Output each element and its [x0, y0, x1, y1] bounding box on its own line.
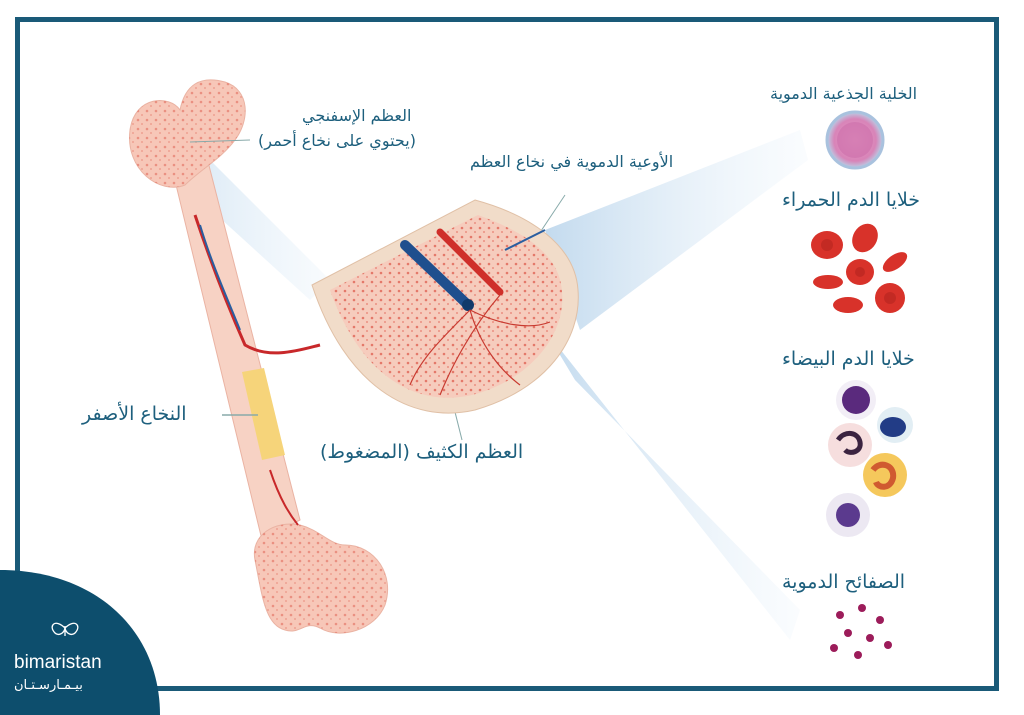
- shaft-vessel-red: [193, 214, 321, 355]
- brand-name-ar: بيـمـارسـتـان: [14, 678, 83, 693]
- yellow-marrow-label: النخاع الأصفر: [82, 403, 187, 425]
- white-cells-label: خلايا الدم البيضاء: [782, 348, 915, 370]
- stem-cell-label: الخلية الجذعية الدموية: [770, 84, 918, 103]
- diagram-frame: [15, 17, 999, 691]
- brand-name[interactable]: bimaristan: [14, 652, 102, 673]
- compact-bone-label: العظم الكثيف (المضغوط): [320, 441, 524, 463]
- magnify-beam-right-top: [545, 130, 808, 330]
- white-blood-cells: [826, 380, 913, 537]
- platelets-label: الصفائح الدموية: [782, 571, 906, 593]
- magnify-beam-right-bottom: [545, 330, 800, 640]
- yellow-marrow-band: [242, 368, 285, 460]
- section-vessel-blue: [400, 240, 473, 310]
- platelets: [830, 604, 892, 659]
- shaft-vessel-blue: [199, 224, 241, 331]
- blood-vessels-label: الأوعية الدموية في نخاع العظم: [470, 152, 674, 171]
- spongy-bone-note: (يحتوي على نخاع أحمر): [258, 131, 416, 150]
- logo-background: [0, 570, 160, 715]
- butterfly-icon: [51, 622, 79, 636]
- section-vessel-red: [436, 228, 504, 296]
- spongy-bone-label: العظم الإسفنجي: [302, 106, 412, 125]
- red-cells-label: خلايا الدم الحمراء: [782, 189, 921, 211]
